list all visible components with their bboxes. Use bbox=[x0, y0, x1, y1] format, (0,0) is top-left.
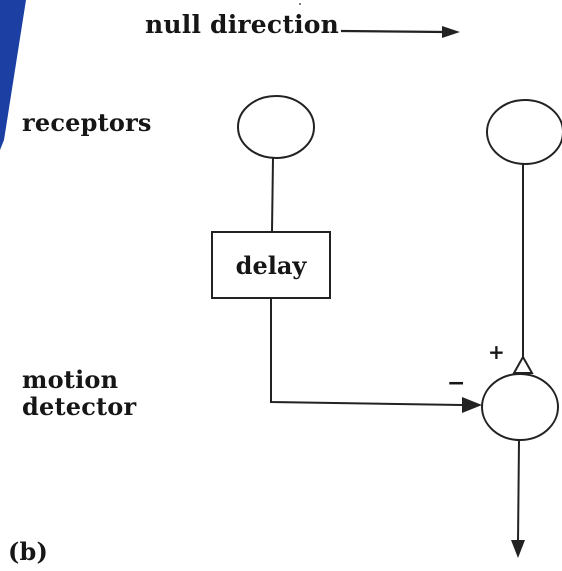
motion-detector-label-line2: detector bbox=[22, 392, 137, 421]
excitatory-triangle bbox=[512, 354, 534, 374]
motion-detector-label: motion detector bbox=[22, 366, 136, 420]
null-direction-arrowhead bbox=[442, 26, 460, 38]
right-receptor-circle bbox=[486, 99, 562, 165]
delay-label: delay bbox=[235, 250, 307, 280]
panel-label: (b) bbox=[8, 537, 49, 566]
left-receptor-circle bbox=[237, 95, 315, 159]
receptors-label: receptors bbox=[22, 108, 152, 137]
null-direction-label: null direction bbox=[145, 10, 340, 39]
motion-detector-circle bbox=[481, 373, 559, 441]
inhibitory-minus-sign: − bbox=[447, 371, 466, 396]
left-receptor-to-delay-wire bbox=[271, 157, 274, 232]
delay-to-detector-wire bbox=[270, 299, 463, 406]
inhibitory-arrowhead bbox=[462, 397, 482, 413]
blue-edge-band bbox=[0, 0, 26, 150]
motion-detector-label-line1: motion bbox=[22, 365, 119, 394]
excitatory-plus-sign: + bbox=[488, 340, 505, 364]
output-wire bbox=[517, 439, 520, 544]
delay-box: delay bbox=[211, 231, 331, 299]
output-arrowhead bbox=[511, 540, 525, 558]
null-direction-arrow-shaft bbox=[340, 29, 446, 34]
